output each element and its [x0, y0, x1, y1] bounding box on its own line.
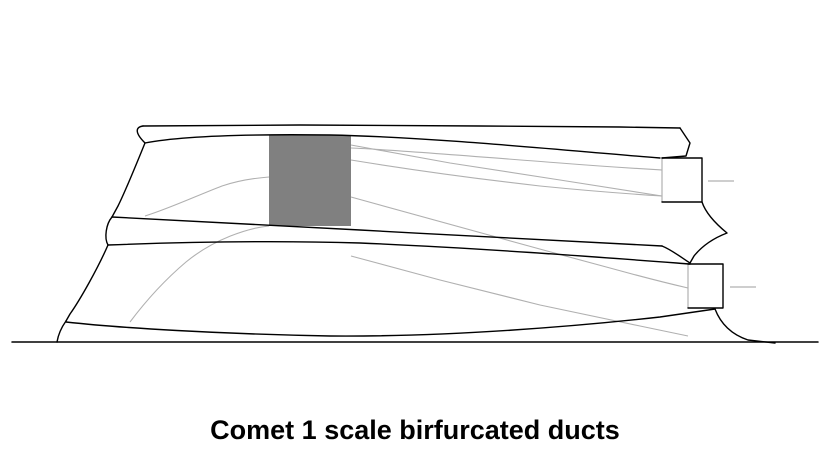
tail-wave-profile-path: [689, 201, 728, 264]
nozzle-tick-group: [661, 158, 756, 308]
duct-path-group: [129, 144, 689, 337]
tail-bottom-curve-path: [714, 308, 776, 344]
upper-fuselage-lower-outline-path: [111, 216, 663, 247]
upper-duct-path-rear-line: [350, 159, 663, 197]
upper-fuselage-nose-tip-path: [136, 125, 146, 144]
bifurcated-duct-block-rect: [269, 135, 351, 226]
upper-nozzle-box-path: [661, 157, 703, 203]
upper-fuselage-inner-top-path: [144, 134, 661, 159]
lower-fuselage-top-outline-path: [107, 241, 691, 265]
upper-fuselage-rear-drop-path: [661, 127, 691, 159]
upper-fuselage-top-outline-path: [142, 124, 681, 129]
fuselage-nose-junction-path: [105, 216, 113, 246]
fuselage-outline-group: [11, 124, 819, 344]
lower-duct-path-front-line: [129, 225, 270, 323]
lower-fuselage-nose-slope-path: [65, 244, 109, 322]
lower-fuselage-bottom-outline-path: [65, 308, 716, 337]
lower-fuselage-rear-edge-path: [661, 245, 691, 264]
nose-tip-curve-path: [56, 320, 67, 343]
upper-duct-inner-top-line: [350, 147, 663, 171]
upper-fuselage-nose-slope-path: [111, 142, 146, 218]
upper-duct-path-front-line: [144, 176, 270, 217]
aux-duct-line-upper-line: [350, 144, 663, 197]
lower-nozzle-box-path: [687, 263, 724, 309]
aux-duct-line-lower-line: [350, 255, 689, 337]
